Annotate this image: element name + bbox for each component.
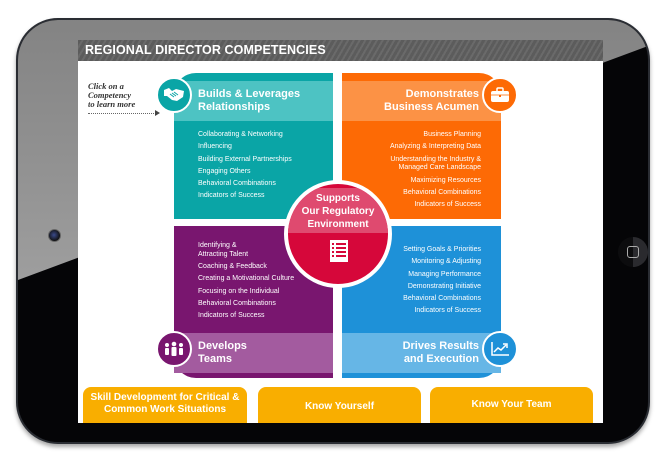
list-item[interactable]: Building External Partnerships bbox=[198, 155, 292, 163]
title-line-1: Supports bbox=[316, 193, 360, 204]
list-item[interactable]: Behavioral Combinations bbox=[198, 180, 276, 188]
arrow-right-icon bbox=[155, 110, 160, 116]
handshake-icon[interactable] bbox=[156, 77, 192, 113]
list-item-line: Understanding the Industry & bbox=[390, 155, 481, 163]
page-header: REGIONAL DIRECTOR COMPETENCIES bbox=[78, 40, 603, 61]
button-label: Know Yourself bbox=[304, 401, 375, 412]
list-item[interactable]: Creating a Motivational Culture bbox=[198, 275, 295, 283]
competency-develops-teams[interactable]: Identifying & Attracting Talent Coaching… bbox=[174, 226, 333, 378]
list-item[interactable]: Coaching & Feedback bbox=[198, 263, 267, 270]
skill-development-button[interactable]: Skill Development for Critical & Common … bbox=[83, 387, 247, 423]
title-line-2: and Execution bbox=[403, 353, 479, 365]
hint-line-3: to learn more bbox=[88, 99, 136, 109]
list-item[interactable]: Focusing on the Individual bbox=[198, 287, 280, 295]
list-item[interactable]: Maximizing Resources bbox=[410, 176, 481, 184]
people-icon[interactable] bbox=[156, 331, 192, 367]
competency-title: Develops Teams bbox=[174, 333, 333, 373]
list-item[interactable]: Setting Goals & Priorities bbox=[403, 246, 481, 253]
list-item[interactable]: Indicators of Success bbox=[414, 307, 481, 315]
list-item[interactable]: Managing Performance bbox=[408, 270, 481, 278]
competency-drives-results[interactable]: Setting Goals & Priorities Monitoring & … bbox=[342, 226, 501, 378]
know-your-team-button[interactable]: Know Your Team bbox=[430, 387, 593, 423]
hint-line-2: Competency bbox=[88, 90, 131, 100]
list-item[interactable]: Behavioral Combinations bbox=[198, 299, 276, 307]
home-square-icon bbox=[627, 246, 639, 258]
competency-items: Collaborating & Networking Influencing B… bbox=[198, 129, 292, 203]
list-item[interactable]: Indicators of Success bbox=[414, 201, 481, 209]
competency-title: Builds & Leverages Relationships bbox=[174, 81, 333, 121]
list-item[interactable]: Influencing bbox=[198, 143, 232, 151]
title-line-3: Environment bbox=[307, 219, 369, 230]
trend-chart-icon[interactable] bbox=[482, 331, 518, 367]
list-item[interactable]: Collaborating & Networking bbox=[198, 131, 283, 138]
list-item-line: Identifying & bbox=[198, 242, 237, 249]
list-item[interactable]: Demonstrating Initiative bbox=[407, 282, 481, 290]
list-item[interactable]: Indicators of Success bbox=[198, 312, 265, 320]
competency-items: Business Planning Analyzing & Interpreti… bbox=[390, 129, 481, 211]
list-item[interactable]: Indicators of Success bbox=[198, 192, 265, 200]
briefcase-icon[interactable] bbox=[482, 77, 518, 113]
title-line-2: Our Regulatory bbox=[301, 206, 375, 217]
home-button[interactable] bbox=[618, 237, 648, 267]
center-title: Supports Our Regulatory Environment bbox=[288, 192, 388, 231]
list-item[interactable]: Understanding the Industry & Managed Car… bbox=[390, 156, 481, 173]
competency-title: Demonstrates Business Acumen bbox=[342, 81, 501, 121]
button-label-line-1: Skill Development for Critical & bbox=[90, 392, 240, 403]
title-line-1: Demonstrates bbox=[405, 88, 479, 100]
title-line-2: Teams bbox=[198, 353, 233, 365]
title-line-1: Drives Results bbox=[402, 340, 479, 352]
app-screen: REGIONAL DIRECTOR COMPETENCIES Click on … bbox=[78, 40, 603, 423]
competency-regulatory-environment[interactable]: Supports Our Regulatory Environment bbox=[284, 180, 392, 288]
list-item[interactable]: Identifying & Attracting Talent bbox=[198, 242, 294, 259]
list-item[interactable]: Business Planning bbox=[423, 131, 481, 138]
competency-title: Drives Results and Execution bbox=[342, 333, 501, 373]
checklist-icon bbox=[330, 240, 348, 262]
page-title: REGIONAL DIRECTOR COMPETENCIES bbox=[85, 43, 326, 57]
list-item[interactable]: Behavioral Combinations bbox=[403, 188, 481, 196]
list-item[interactable]: Behavioral Combinations bbox=[403, 295, 481, 303]
title-line-1: Builds & Leverages bbox=[198, 88, 301, 100]
button-label-line-2: Common Work Situations bbox=[103, 404, 227, 415]
hint-text: Click on a Competency to learn more bbox=[88, 82, 135, 109]
hint-line-1: Click on a bbox=[88, 81, 124, 91]
list-item[interactable]: Analyzing & Interpreting Data bbox=[389, 143, 481, 151]
hint-dotted-line bbox=[88, 113, 156, 114]
center-title-band bbox=[288, 188, 388, 233]
list-item[interactable]: Monitoring & Adjusting bbox=[411, 258, 481, 266]
list-item-line: Attracting Talent bbox=[198, 250, 249, 258]
button-label: Know Your Team bbox=[471, 399, 552, 410]
list-item-line: Managed Care Landscape bbox=[398, 164, 481, 172]
title-line-2: Relationships bbox=[198, 101, 271, 113]
title-line-1: Develops bbox=[198, 340, 247, 352]
title-line-2: Business Acumen bbox=[384, 101, 479, 113]
camera-icon bbox=[48, 229, 61, 242]
know-yourself-button[interactable]: Know Yourself bbox=[258, 387, 421, 423]
competency-items: Identifying & Attracting Talent Coaching… bbox=[198, 240, 294, 322]
competency-items: Setting Goals & Priorities Monitoring & … bbox=[403, 244, 481, 318]
list-item[interactable]: Engaging Others bbox=[198, 167, 251, 175]
